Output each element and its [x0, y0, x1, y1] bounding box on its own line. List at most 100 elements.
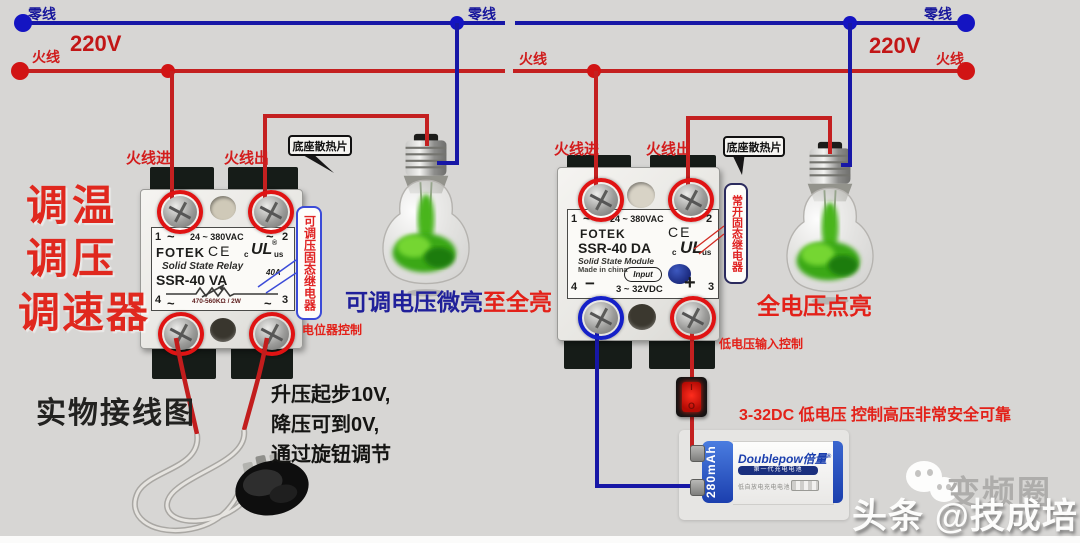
neutral-rail-left	[23, 21, 505, 25]
live-in-label: 火线进	[554, 141, 600, 158]
ul-mark-us: us	[274, 250, 284, 259]
rocker-switch-button: I O	[682, 382, 701, 412]
mounting-hole	[627, 182, 655, 208]
junction-dot	[957, 62, 975, 80]
note-line: 降压可到0V,	[271, 414, 380, 436]
ul-mark-c: c	[244, 250, 249, 259]
terminal-screw	[578, 296, 624, 340]
brand-logo: FOTEK	[580, 227, 626, 241]
neutral-label: 零线	[924, 6, 952, 22]
dc-minus-run	[595, 484, 697, 488]
watermark-circle-text: 变频圈	[947, 474, 1052, 511]
bulb-feed-right	[828, 116, 832, 154]
ac-wave: ~	[583, 211, 591, 226]
neutral-to-bulb-left	[437, 161, 459, 165]
ac-rating: 24 ~ 380VAC	[610, 214, 664, 224]
heatsink-callout: 底座散热片	[288, 135, 352, 156]
neutral-drop-left	[455, 23, 459, 165]
bottom-strip	[0, 536, 1080, 543]
ce-mark: CE	[668, 224, 692, 240]
live-rail-right	[513, 69, 967, 73]
light-bulb	[786, 141, 874, 305]
ssr-right-label-plate: 1 ~ 24 ~ 380VAC ~ 2 FOTEK CE SSR-40 DA c…	[567, 209, 719, 299]
led-indicator	[668, 264, 691, 284]
battery-terminal	[690, 445, 705, 462]
live-out-riser-left	[263, 114, 267, 206]
model-number: SSR-40 VA	[156, 272, 228, 288]
bulb-feed-left	[425, 114, 429, 146]
neutral-to-bulb-right	[841, 163, 852, 167]
heatsink-callout-text: 底座散热片	[726, 141, 782, 154]
live-in-drop-right	[594, 71, 598, 193]
dc-safety-note: 3-32DC 低电压 控制高压非常安全可靠	[739, 407, 1012, 424]
ul-mark-us: us	[702, 248, 712, 257]
terminal-screw	[578, 178, 624, 222]
terminal-number: 1	[571, 213, 578, 225]
input-oval: Input	[624, 267, 662, 282]
neutral-label: 零线	[468, 6, 496, 22]
battery-capacity: 280mAh	[704, 445, 718, 499]
origin-text: Made in china	[578, 265, 628, 274]
page-title-line: 调温	[26, 182, 119, 229]
low-voltage-input-label: 低电压输入控制	[719, 337, 804, 351]
plus-sign: +	[684, 272, 696, 294]
live-out-run-left	[263, 114, 429, 118]
junction-dot	[14, 14, 32, 32]
normally-open-ssr-callout: 常开固态继电器	[724, 183, 748, 284]
neutral-drop-right	[848, 23, 852, 167]
voltage-label: 220V	[869, 33, 921, 58]
battery-band: 第一代充电电池	[738, 466, 818, 475]
dc-minus-drop	[595, 326, 599, 488]
terminal-screw	[668, 178, 714, 222]
live-in-label: 火线进	[126, 150, 172, 167]
page-title-line: 调压	[26, 235, 119, 282]
caption-full-bright: 至全亮	[483, 289, 552, 315]
battery-cap-right	[833, 441, 843, 503]
ul-mark-c: c	[672, 248, 677, 257]
ul-reg: ®	[272, 240, 278, 247]
current-rating: 40A	[266, 268, 281, 277]
heatsink-callout: 底座散热片	[723, 136, 785, 157]
page-title-line: 调速器	[18, 289, 151, 336]
minus-sign: −	[585, 274, 595, 293]
ac-wave: ~	[167, 229, 175, 244]
terminal-number: 2	[282, 231, 289, 243]
ac-rating: 24 ~ 380VAC	[190, 232, 244, 242]
ac-wave: ~	[266, 229, 274, 244]
battery-cap: 280mAh	[702, 441, 734, 503]
bulb-caption-right: 全电压点亮	[757, 293, 872, 319]
potentiometer-symbol	[166, 284, 278, 298]
terminal-number: 4	[155, 294, 162, 306]
voltage-label: 220V	[70, 31, 122, 56]
live-out-label: 火线出	[646, 141, 692, 158]
battery-subtext: 低自放电充电电池	[738, 485, 791, 491]
ul-mark: UL	[680, 238, 703, 257]
ul-mark: UL	[251, 241, 273, 258]
watermark-byline: 头条 @技成培训	[852, 497, 1078, 536]
caption-adjustable: 可调电压微亮	[345, 289, 483, 315]
switch-to-battery	[690, 413, 694, 454]
model-number: SSR-40 DA	[578, 240, 652, 256]
dc-plus-to-switch	[690, 326, 694, 380]
pot-control-label: 电位器控制	[302, 323, 363, 337]
note-line: 通过旋钮调节	[271, 444, 391, 466]
terminal-screw	[157, 190, 203, 234]
wechat-icon	[930, 477, 958, 502]
dc-rating: 3 ~ 32VDC	[616, 284, 663, 295]
rocker-switch: I O	[676, 377, 707, 417]
junction-dot	[957, 14, 975, 32]
adjustable-ssr-callout-text: 可调压固态继电器	[302, 215, 317, 311]
live-label: 火线	[32, 49, 60, 65]
terminal-number: 4	[571, 281, 578, 293]
mounting-hole	[628, 304, 656, 330]
normally-open-ssr-callout-text: 常开固态继电器	[730, 195, 743, 272]
mounting-hole	[210, 196, 236, 220]
note-line: 升压起步10V,	[271, 384, 391, 406]
live-label: 火线	[936, 51, 964, 67]
neutral-rail-right	[515, 21, 968, 25]
terminal-screw	[249, 312, 295, 356]
ac-wave: ~	[264, 296, 272, 311]
switch-off-mark: O	[687, 401, 695, 411]
terminal-number: 3	[708, 281, 715, 293]
